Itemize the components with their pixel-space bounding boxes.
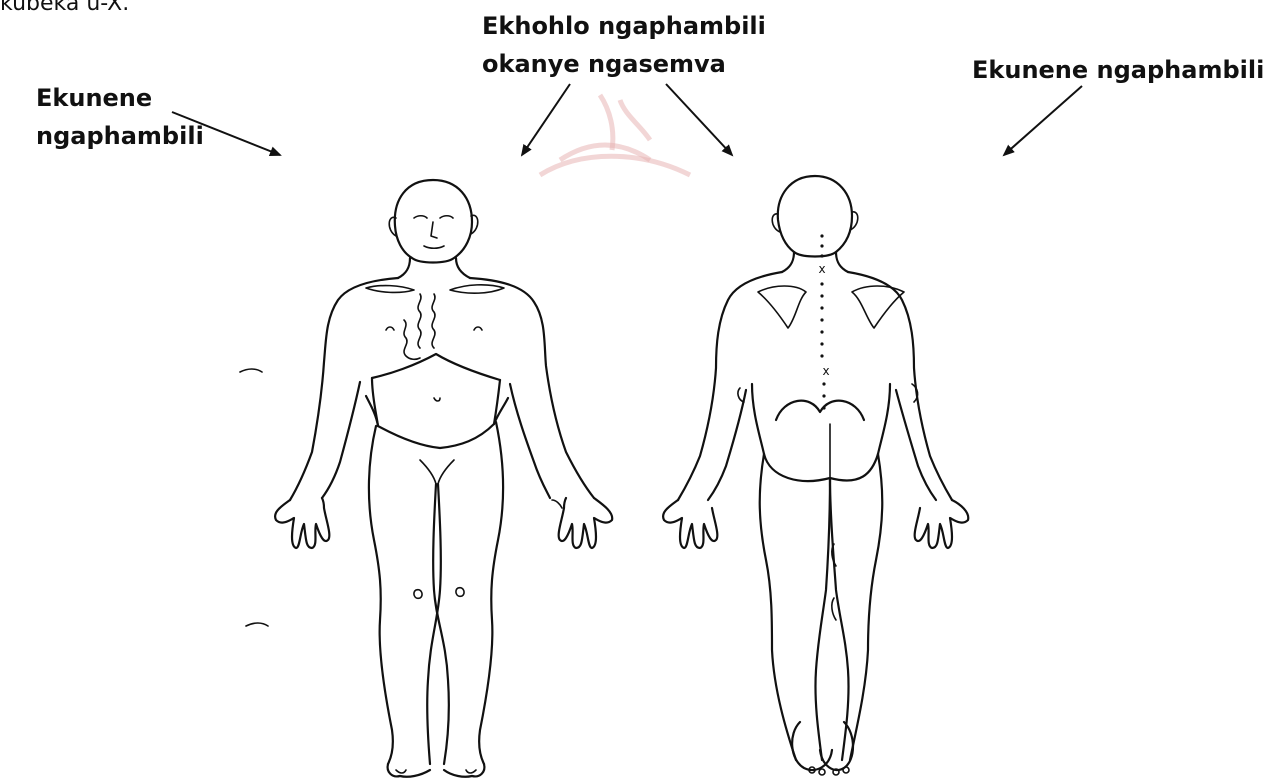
arrow-center-left	[522, 84, 570, 155]
spine-dots	[820, 234, 825, 409]
stray-mark-1	[240, 369, 262, 372]
front-view-figure	[275, 180, 612, 777]
mark-x-lower: x	[822, 364, 829, 378]
back-view-figure: x x	[663, 176, 968, 775]
arrow-center-right	[666, 84, 732, 155]
watermark-seal	[540, 95, 690, 175]
arrow-back-right	[1004, 86, 1082, 155]
arrow-front-right	[172, 112, 280, 155]
mark-x-upper: x	[818, 262, 825, 276]
stray-mark-2	[246, 623, 268, 626]
